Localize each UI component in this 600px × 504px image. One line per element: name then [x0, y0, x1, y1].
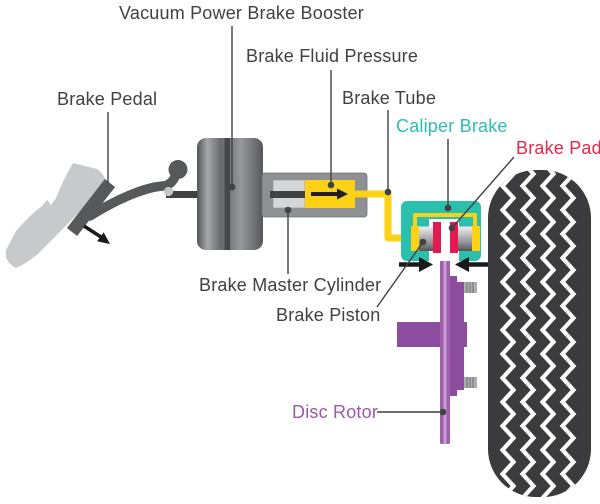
leader-pad: [451, 156, 515, 229]
brake-pad-right: [450, 222, 458, 253]
label-caliper-brake: Caliper Brake: [396, 116, 508, 136]
driver-foot: [5, 163, 106, 268]
caliper-piston-right: [458, 226, 472, 251]
caliper-shape: [401, 201, 481, 261]
wheel-stud-icon: [464, 377, 477, 388]
leader-piston: [376, 241, 424, 308]
wheel-hub-shape: [397, 276, 477, 396]
label-brake-pedal: Brake Pedal: [57, 89, 158, 109]
brake-pedal-shape: [66, 160, 200, 236]
brake-tube-shape: [355, 190, 412, 242]
clamp-right-arrow-icon: [455, 257, 488, 272]
leader-lines: [107, 26, 515, 413]
label-brake-fluid-pressure: Brake Fluid Pressure: [246, 46, 419, 66]
fluid-flow-arrow-icon: [311, 188, 348, 200]
label-brake-tube: Brake Tube: [342, 88, 437, 108]
pedal-press-arrow-icon: [83, 224, 110, 244]
label-brake-master-cylinder: Brake Master Cylinder: [199, 275, 382, 295]
tire-shape: [488, 170, 591, 497]
clamp-left-arrow-icon: [399, 257, 433, 272]
label-brake-pad: Brake Pad: [516, 138, 600, 158]
leader-dots: [228, 181, 456, 416]
wheel-stud-icon: [464, 282, 477, 293]
label-vacuum-power-brake-booster: Vacuum Power Brake Booster: [119, 3, 364, 23]
label-brake-piston: Brake Piston: [276, 305, 381, 325]
caliper-piston-left: [419, 226, 433, 251]
disc-rotor-shape: [440, 220, 450, 444]
label-disc-rotor: Disc Rotor: [292, 402, 379, 422]
master-cylinder-shape: [261, 172, 368, 218]
tire-tread-pattern: [499, 170, 577, 497]
brake-pad-left: [433, 222, 441, 253]
